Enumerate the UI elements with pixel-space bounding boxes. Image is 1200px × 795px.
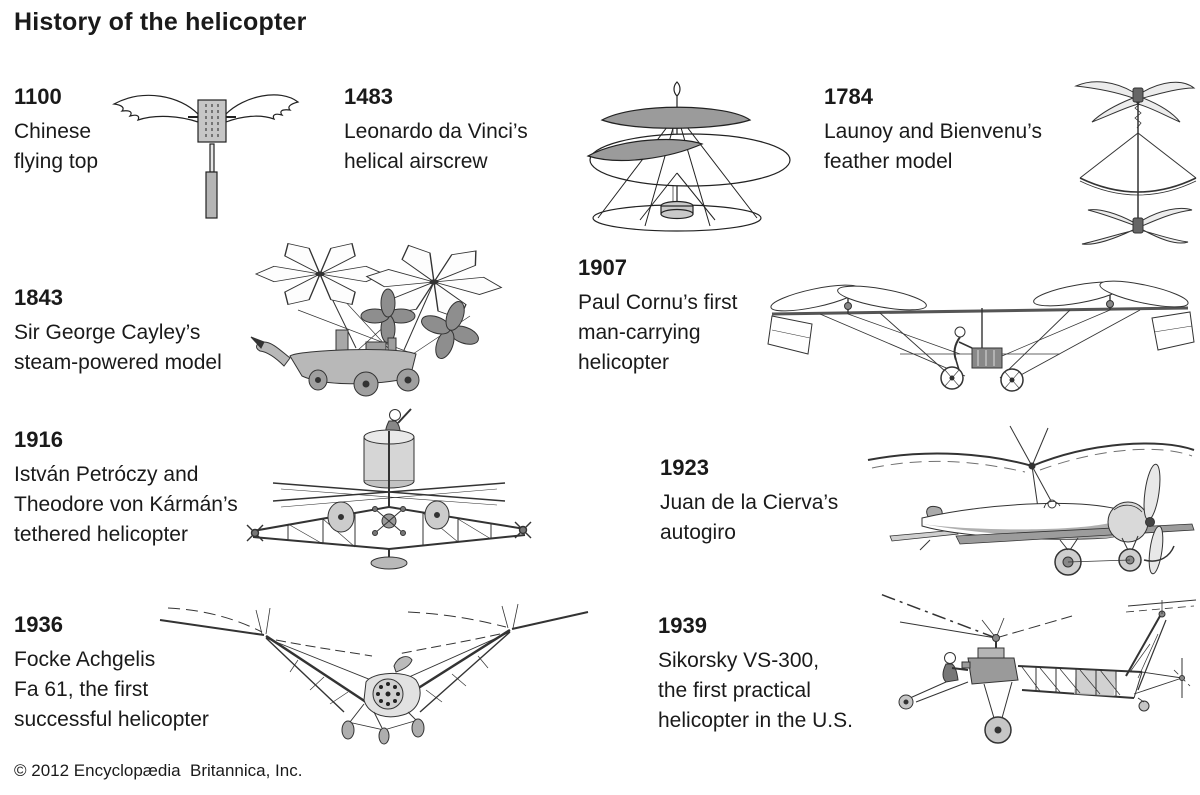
entry-year: 1100 (14, 84, 62, 109)
timeline-entry-1939: 1939 Sikorsky VS-300, the first practica… (658, 613, 853, 736)
entry-description-line: helicopter in the U.S. (658, 709, 853, 732)
entry-description-line: Paul Cornu’s first (578, 291, 738, 314)
entry-year: 1923 (660, 455, 709, 480)
entry-description-line: feather model (824, 150, 953, 173)
entry-description-line: tethered helicopter (14, 523, 188, 546)
entry-description-line: Leonardo da Vinci’s (344, 120, 528, 143)
entry-year: 1916 (14, 427, 63, 452)
entry-year: 1939 (658, 613, 707, 638)
timeline-entry-1784: 1784 Launoy and Bienvenu’s feather model (824, 84, 1042, 177)
entry-description-line: Sir George Cayley’s (14, 321, 201, 344)
timeline-entry-1923: 1923 Juan de la Cierva’s autogiro (660, 455, 838, 548)
timeline-entry-1907: 1907 Paul Cornu’s first man-carrying hel… (578, 255, 738, 378)
illustration-cierva-autogiro (860, 420, 1200, 582)
timeline-entry-1936: 1936 Focke Achgelis Fa 61, the first suc… (14, 612, 209, 735)
entry-description-line: Theodore von Kármán’s (14, 493, 238, 516)
timeline-entry-1916: 1916 István Petróczy and Theodore von Ká… (14, 427, 238, 550)
entry-description-line: Fa 61, the first (14, 678, 149, 701)
copyright-notice: © 2012 Encyclopædia Britannica, Inc. (14, 761, 303, 780)
entry-description-line: Launoy and Bienvenu’s (824, 120, 1042, 143)
entry-year: 1483 (344, 84, 393, 109)
entry-description-line: flying top (14, 150, 99, 173)
entry-year: 1843 (14, 285, 63, 310)
timeline-entry-1843: 1843 Sir George Cayley’s steam-powered m… (14, 285, 222, 378)
illustration-da-vinci-helical-airscrew (550, 78, 805, 233)
entry-description-line: Sikorsky VS-300, (658, 649, 820, 672)
entry-description-line: the first practical (658, 679, 811, 702)
illustration-cayley-steam-powered-model (238, 230, 506, 402)
entry-description-line: Focke Achgelis (14, 648, 156, 671)
illustration-chinese-flying-top (100, 80, 300, 220)
illustration-focke-achgelis-fa61 (158, 594, 590, 746)
entry-year: 1907 (578, 255, 627, 280)
timeline-entry-1483: 1483 Leonardo da Vinci’s helical airscre… (344, 84, 528, 177)
illustration-sikorsky-vs300 (876, 578, 1200, 758)
entry-description-line: helical airscrew (344, 150, 488, 173)
entry-description-line: steam-powered model (14, 351, 222, 374)
entry-description-line: Juan de la Cierva’s (660, 491, 839, 514)
timeline-entry-1100: 1100 Chinese flying top (14, 84, 98, 177)
page-title: History of the helicopter (14, 8, 307, 36)
entry-description-line: Chinese (14, 120, 92, 143)
illustration-launoy-bienvenu-feather-model (1068, 78, 1200, 250)
entry-year: 1784 (824, 84, 873, 109)
illustration-cornu-man-carrying-helicopter (760, 258, 1200, 400)
entry-description-line: helicopter (578, 351, 670, 374)
entry-description-line: successful helicopter (14, 708, 209, 731)
entry-year: 1936 (14, 612, 63, 637)
entry-description-line: man-carrying (578, 321, 701, 344)
entry-description-line: autogiro (660, 521, 736, 544)
entry-description-line: István Petróczy and (14, 463, 199, 486)
illustration-petroczy-karman-tethered-helicopter (243, 403, 535, 578)
